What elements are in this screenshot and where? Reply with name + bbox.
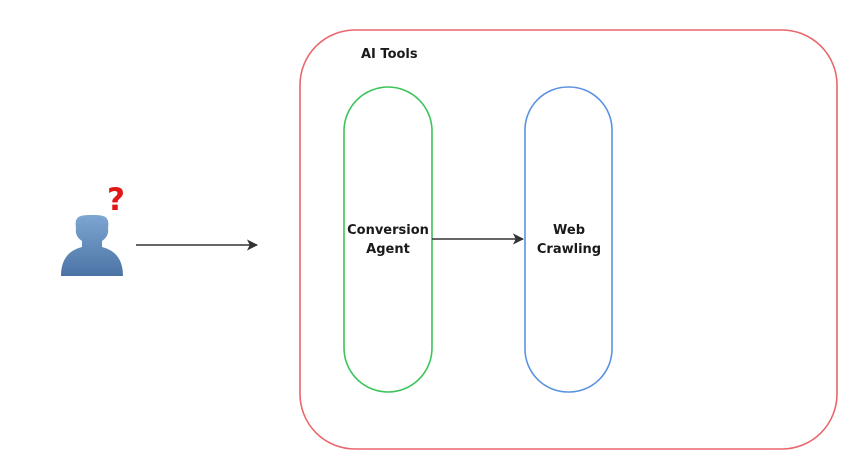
conversion-agent-label-line-2: Agent (366, 242, 410, 257)
question-mark-icon: ? (107, 182, 125, 218)
user-silhouette-icon (61, 215, 123, 276)
web-crawling-label-line-1: Web (553, 223, 585, 238)
conversion-agent-label: Conversion Agent (344, 221, 432, 259)
ai-tools-group (299, 29, 838, 450)
web-crawling-node[interactable] (524, 86, 613, 393)
web-crawling-label: Web Crawling (525, 221, 613, 259)
web-crawling-label-line-2: Crawling (536, 242, 602, 257)
conversion-agent-label-line-1: Conversion (347, 223, 429, 238)
group-title: AI Tools (361, 47, 418, 62)
